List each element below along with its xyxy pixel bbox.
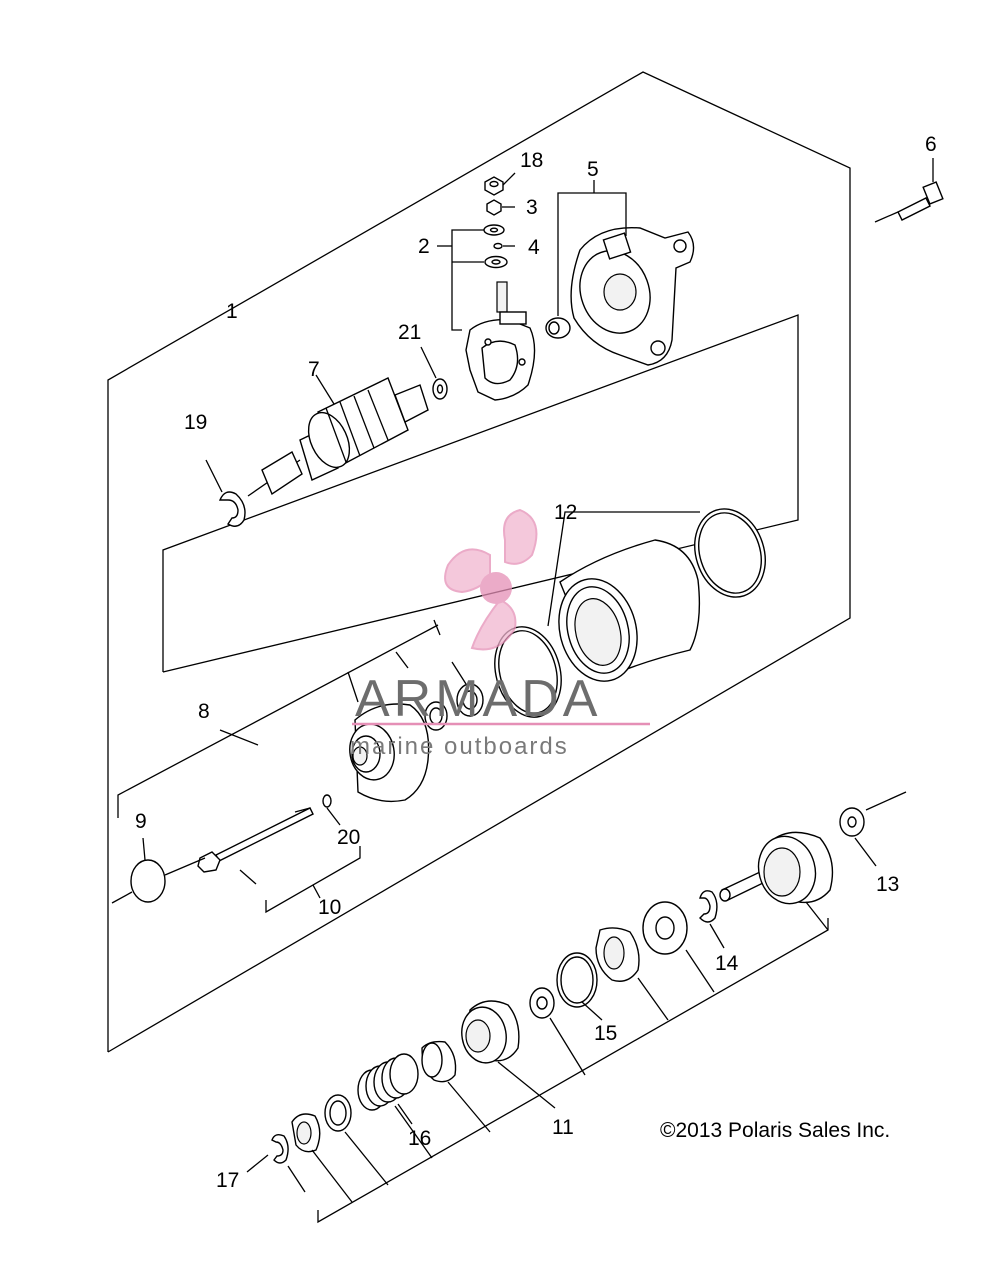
callout-15: 15 bbox=[594, 1022, 617, 1045]
clip-part-14 bbox=[699, 890, 718, 923]
callout-20: 20 bbox=[337, 826, 360, 849]
spring-part-16 bbox=[357, 1053, 419, 1111]
bracket-10 bbox=[265, 846, 361, 914]
callout-8: 8 bbox=[198, 700, 210, 723]
callout-2: 2 bbox=[418, 235, 430, 258]
through-bolt-part-10 bbox=[197, 807, 314, 873]
bolt-part-6 bbox=[874, 158, 944, 223]
clip-part-19 bbox=[218, 491, 246, 527]
brush-holder-plate bbox=[465, 281, 536, 401]
bracket-lower bbox=[317, 918, 829, 1224]
o-ring-part-20 bbox=[322, 794, 332, 808]
callout-9: 9 bbox=[135, 810, 147, 833]
snap-ring-part-17 bbox=[271, 1133, 289, 1164]
front-housing-part-8 bbox=[349, 703, 430, 803]
callout-4: 4 bbox=[528, 236, 540, 259]
cap-part-9 bbox=[130, 859, 166, 903]
planet-gear-shaft bbox=[719, 831, 834, 905]
watermark-title: ARMADA bbox=[355, 670, 601, 728]
callout-5: 5 bbox=[587, 158, 599, 181]
nut-washer-stack bbox=[483, 172, 516, 269]
callout-12: 12 bbox=[554, 501, 577, 524]
bracket-5 bbox=[557, 192, 627, 316]
yoke-part bbox=[558, 539, 701, 682]
armada-logo bbox=[444, 508, 538, 651]
armature-part-7 bbox=[247, 374, 429, 497]
callout-14: 14 bbox=[715, 952, 739, 975]
callout-1: 1 bbox=[226, 300, 238, 323]
pinion-gear-part-11 bbox=[461, 1000, 520, 1064]
callout-21: 21 bbox=[398, 321, 421, 344]
callout-7: 7 bbox=[308, 358, 320, 381]
callout-13: 13 bbox=[876, 873, 899, 896]
callout-18: 18 bbox=[520, 149, 543, 172]
callout-17: 17 bbox=[216, 1169, 239, 1192]
callout-6: 6 bbox=[925, 133, 937, 156]
bracket-2 bbox=[451, 229, 484, 331]
callout-19: 19 bbox=[184, 411, 207, 434]
callout-16: 16 bbox=[408, 1127, 431, 1150]
callout-3: 3 bbox=[526, 196, 538, 219]
assembly-outline-1 bbox=[107, 71, 851, 1053]
callout-11: 11 bbox=[552, 1116, 574, 1139]
callout-10: 10 bbox=[318, 896, 341, 919]
watermark-subtitle: marine outboards bbox=[350, 733, 569, 760]
copyright-notice: ©2013 Polaris Sales Inc. bbox=[660, 1119, 890, 1142]
housing-outline-8 bbox=[117, 624, 439, 818]
end-cover-part-5 bbox=[545, 226, 695, 366]
